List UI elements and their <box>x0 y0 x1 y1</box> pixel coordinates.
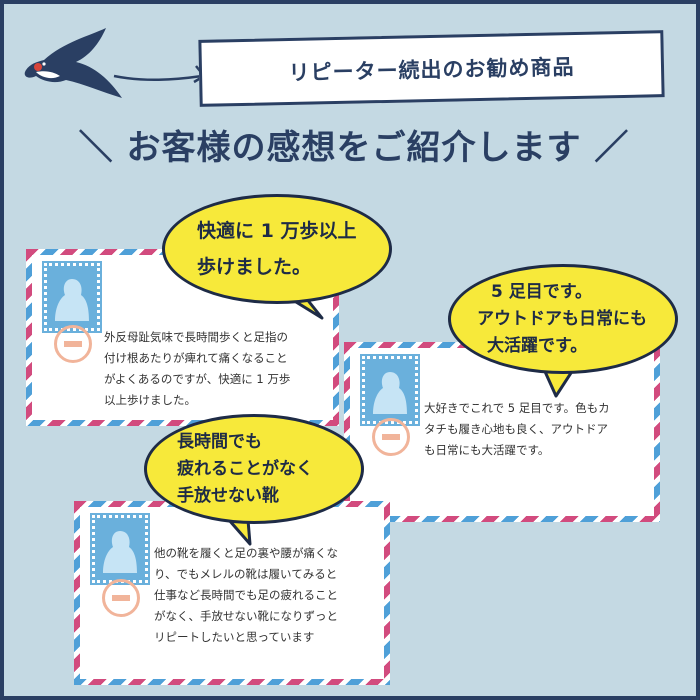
speech-bubble-2: 5 足目です。 アウトドアも日常にも 大活躍です。 <box>448 264 678 374</box>
review-text-1: 外反母趾気味で長時間歩くと足指の 付け根あたりが痺れて痛くなること がよくあるの… <box>104 330 291 407</box>
review-card-3: 他の靴を履くと足の裏や腰が痛くな り、でもメレルの靴は履いてみると 仕事など長時… <box>74 501 390 685</box>
stamp-icon <box>42 261 102 333</box>
promo-banner: リピーター続出のお勧め商品 <box>198 30 665 107</box>
swallow-icon <box>24 28 225 98</box>
stamp-icon <box>360 354 420 426</box>
page-heading: ＼ お客様の感想をご紹介します ／ <box>78 128 630 168</box>
review-text-2: 大好きでこれで 5 足目です。色もカ タチも履き心地も良く、アウトドア も日常に… <box>424 401 610 457</box>
stamp-icon <box>90 513 150 585</box>
promo-banner-text: リピーター続出のお勧め商品 <box>288 54 575 85</box>
review-card-2: 大好きでこれで 5 足目です。色もカ タチも履き心地も良く、アウトドア も日常に… <box>344 342 660 522</box>
speech-bubble-3: 長時間でも 疲れることがなく 手放せない靴 <box>144 414 364 524</box>
review-card-body: 他の靴を履くと足の裏や腰が痛くな り、でもメレルの靴は履いてみると 仕事など長時… <box>80 507 384 679</box>
speech-bubble-1: 快適に 1 万歩以上 歩けました。 <box>162 194 392 304</box>
postmark-icon <box>372 418 410 456</box>
postmark-icon <box>102 579 140 617</box>
review-text-3: 他の靴を履くと足の裏や腰が痛くな り、でもメレルの靴は履いてみると 仕事など長時… <box>154 546 338 644</box>
postmark-icon <box>54 325 92 363</box>
review-card-body: 大好きでこれで 5 足目です。色もカ タチも履き心地も良く、アウトドア も日常に… <box>350 348 654 516</box>
